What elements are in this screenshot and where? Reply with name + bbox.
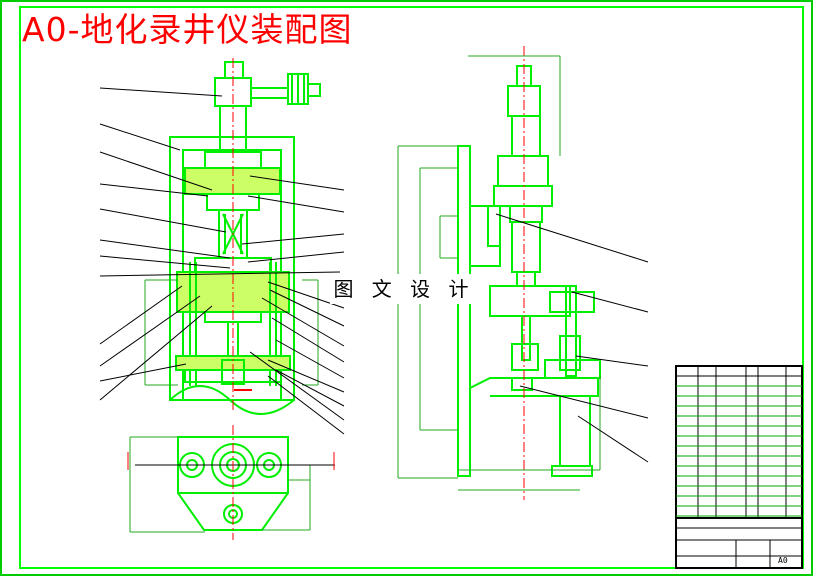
plan-section-arrows: [127, 425, 335, 540]
titleblock-sheet-size: A0: [778, 556, 788, 565]
side-leader-lines: [495, 213, 649, 463]
watermark-text: 图 文 设 计: [330, 274, 478, 304]
side-dimensions: [397, 55, 601, 491]
title-block-rows: [676, 385, 802, 517]
inner-border: [19, 6, 804, 569]
plan-dimensions: [129, 436, 335, 533]
title-block: [675, 365, 803, 569]
front-view: [169, 61, 321, 415]
drawing-title: A0-地化录井仪装配图: [22, 10, 353, 49]
side-view: [457, 65, 601, 477]
